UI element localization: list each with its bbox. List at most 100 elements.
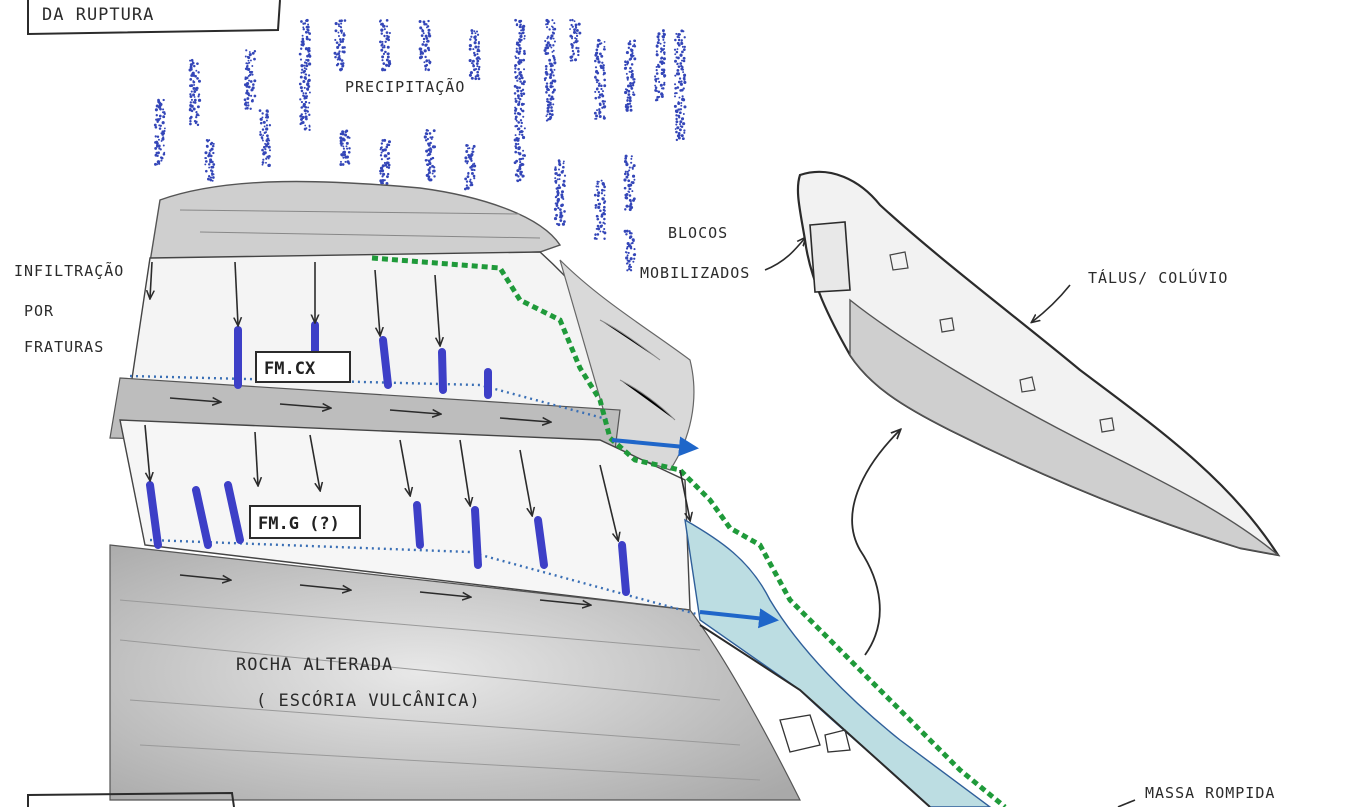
rain-drop	[602, 90, 604, 92]
rain-drop	[425, 150, 428, 153]
rain-drop	[633, 248, 635, 250]
rain-drop	[554, 172, 557, 175]
rain-drop	[244, 103, 247, 106]
rain-drop	[572, 53, 574, 55]
rain-drop	[516, 139, 519, 142]
rain-drop	[384, 154, 387, 157]
rain-drop	[522, 59, 525, 62]
rain-drop	[473, 175, 476, 178]
rain-drop	[561, 190, 564, 193]
rain-drop	[629, 43, 631, 45]
rain-drop	[338, 23, 340, 25]
rain-drop	[334, 56, 337, 59]
rain-drop	[623, 178, 626, 181]
rain-drop	[212, 163, 215, 166]
rain-drop	[426, 37, 429, 40]
rain-drop	[429, 132, 432, 135]
rain-drop	[663, 57, 666, 60]
rain-drop	[514, 151, 517, 154]
rain-drop	[304, 109, 307, 112]
rain-drop	[681, 51, 684, 54]
rain-drop	[249, 108, 251, 110]
rain-drop	[192, 93, 195, 96]
rain-drop	[208, 175, 210, 177]
rain-drop	[381, 139, 384, 142]
rain-drop	[341, 154, 344, 157]
talus-label-arrow	[1032, 285, 1070, 322]
rain-drop	[379, 170, 382, 173]
rain-drop	[476, 71, 479, 74]
rain-drop	[553, 50, 555, 52]
rain-drop	[524, 35, 526, 37]
rain-drop	[159, 127, 162, 130]
rain-drop	[514, 67, 516, 69]
rain-drop	[596, 189, 598, 191]
rain-drop	[601, 224, 603, 226]
rain-drop	[433, 166, 435, 168]
rain-drop	[603, 238, 605, 240]
rain-drop	[656, 72, 659, 75]
rain-drop	[213, 143, 215, 145]
rain-drop	[558, 169, 560, 171]
rain-drop	[475, 32, 477, 34]
rain-drop	[467, 176, 469, 178]
rain-drop	[155, 126, 158, 129]
rain-drop	[557, 192, 560, 195]
rain-drop	[627, 254, 629, 256]
rain-drop	[631, 63, 634, 66]
rain-drop	[625, 256, 628, 259]
rain-drop	[380, 173, 382, 175]
rain-drop	[344, 134, 347, 137]
rain-drop	[519, 161, 521, 163]
rain-drop	[554, 168, 557, 171]
rain-drop	[478, 68, 480, 70]
rain-drop	[594, 76, 596, 78]
rain-drop	[630, 257, 633, 260]
rain-drop	[337, 32, 339, 34]
rain-drop	[154, 147, 157, 150]
rain-drop	[571, 19, 573, 21]
rain-drop	[158, 124, 160, 126]
rain-drop	[626, 269, 628, 271]
rain-drop	[630, 49, 633, 52]
rain-drop	[156, 144, 159, 147]
rain-drop	[630, 158, 632, 160]
rain-drop	[554, 180, 557, 183]
rain-drop	[576, 29, 579, 32]
rain-drop	[595, 204, 598, 207]
rain-drop	[521, 134, 523, 136]
rain-drop	[198, 93, 200, 95]
rain-drop	[683, 113, 685, 115]
rain-drop	[595, 118, 597, 120]
rain-drop	[245, 92, 248, 95]
rain-drop	[657, 35, 660, 38]
rain-drop	[683, 81, 686, 84]
rain-drop	[663, 42, 665, 44]
rain-drop	[381, 152, 383, 154]
rain-drop	[632, 261, 634, 263]
rain-drop	[388, 61, 391, 64]
rain-drop	[633, 254, 635, 256]
rain-drop	[549, 76, 552, 79]
infiltration-label-2: POR	[24, 302, 54, 320]
rain-drop	[248, 60, 250, 62]
rain-drop	[382, 62, 385, 65]
rain-drop	[557, 189, 559, 191]
rain-drop	[676, 63, 678, 65]
rain-drop	[301, 69, 303, 71]
rain-drop	[264, 148, 266, 150]
rain-drop	[631, 166, 633, 168]
rain-drop	[261, 149, 264, 152]
rain-drop	[521, 77, 524, 80]
rain-drop	[470, 36, 472, 38]
rain-drop	[603, 48, 605, 50]
rain-drop	[380, 182, 383, 185]
rain-drop	[681, 39, 683, 41]
rain-drop	[545, 77, 547, 79]
rain-drop	[247, 56, 249, 58]
rain-drop	[337, 59, 339, 61]
rain-drop	[677, 72, 680, 75]
rain-drop	[251, 100, 254, 103]
rain-drop	[674, 53, 676, 55]
